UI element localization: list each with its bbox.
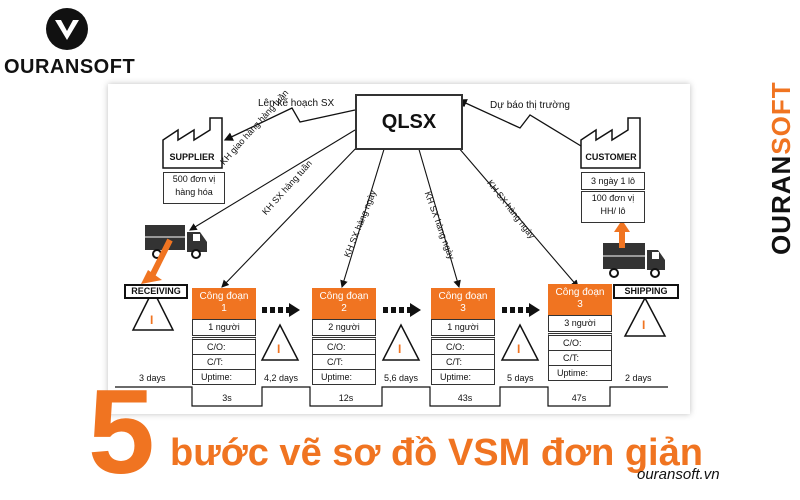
site-url[interactable]: ouransoft.vn xyxy=(637,466,720,483)
flow-line-p3 xyxy=(417,145,461,289)
supplier-info: 500 đơn vị hàng hóa xyxy=(163,172,225,204)
forecast-lightning xyxy=(457,99,582,147)
flow-line-truck xyxy=(189,129,356,231)
supplier-info-line1: 500 đơn vị xyxy=(172,174,216,184)
forecast-label: Dự báo thị trường xyxy=(490,100,570,111)
process-4-head-line2: 3 xyxy=(577,299,583,310)
flow-line-p4 xyxy=(451,139,579,288)
supplier-title: SUPPLIER xyxy=(169,152,215,162)
supplier-factory-icon xyxy=(162,117,223,169)
process-3-metrics: C/O: C/T: Uptime: xyxy=(431,337,495,385)
push-arrow-1 xyxy=(262,303,300,317)
process-2-head-line2: 2 xyxy=(341,303,347,314)
receiving-arrow-head xyxy=(141,270,162,284)
timeline-days-5: 2 days xyxy=(625,373,652,383)
timeline-time-4: 47s xyxy=(571,393,587,403)
logo-text-b: SOFT xyxy=(79,56,136,78)
inventory-triangle-2 xyxy=(260,323,300,361)
push-arrow-2 xyxy=(383,303,421,317)
process-1-uptime: Uptime: xyxy=(193,369,255,384)
logo-wordmark: OURANSOFT xyxy=(4,56,135,79)
process-1-metrics: C/O: C/T: Uptime: xyxy=(192,337,256,385)
process-3-head-line2: 3 xyxy=(460,303,466,314)
process-3-ct: C/T: xyxy=(432,354,494,369)
inventory-triangle-5 xyxy=(623,296,667,337)
supplier-info-line2: hàng hóa xyxy=(175,187,213,197)
process-3-uptime: Uptime: xyxy=(432,369,494,384)
process-4-co: C/O: xyxy=(549,336,611,350)
process-1-co: C/O: xyxy=(193,340,255,354)
customer-title: CUSTOMER xyxy=(585,152,637,162)
receiving-truck-icon xyxy=(145,225,207,259)
process-1-head-line2: 1 xyxy=(221,303,227,314)
process-1-head-line1: Công đoạn xyxy=(199,291,249,302)
inventory-mark-5: I xyxy=(642,318,646,332)
process-4-people: 3 người xyxy=(548,315,612,332)
shipping-arrow-head xyxy=(614,220,630,232)
ouransoft-logo-icon xyxy=(46,8,88,50)
shipping-label: SHIPPING xyxy=(613,284,679,299)
customer-info2-line1: 100 đơn vị xyxy=(591,193,635,203)
process-2-ct: C/T: xyxy=(313,354,375,369)
headline-text: bước vẽ sơ đồ VSM đơn giản xyxy=(170,432,703,474)
inventory-mark-1: I xyxy=(150,313,154,327)
headline-number: 5 xyxy=(88,365,155,499)
plan-label: Lên kế hoạch SX xyxy=(258,98,335,109)
timeline-time-3: 43s xyxy=(457,393,473,403)
shipping-truck-icon xyxy=(603,243,665,278)
process-1-ct: C/T: xyxy=(193,354,255,369)
inventory-triangle-1 xyxy=(131,288,175,331)
timeline-days-2: 4,2 days xyxy=(264,373,299,383)
plan-lightning xyxy=(223,107,356,141)
timeline-days-4: 5 days xyxy=(507,373,534,383)
timeline-line xyxy=(115,386,668,407)
customer-factory-icon xyxy=(580,117,641,169)
inventory-triangle-4 xyxy=(500,323,540,361)
flow-line-p1 xyxy=(221,143,361,288)
process-2-uptime: Uptime: xyxy=(313,369,375,384)
receiving-label: RECEIVING xyxy=(124,284,188,299)
process-3-people: 1 người xyxy=(431,319,495,336)
process-4-metrics: C/O: C/T: Uptime: xyxy=(548,333,612,381)
process-2-metrics: C/O: C/T: Uptime: xyxy=(312,337,376,385)
timeline-days-1: 3 days xyxy=(139,373,166,383)
timeline-days-3: 5,6 days xyxy=(384,373,419,383)
push-arrow-3 xyxy=(502,303,540,317)
inventory-mark-2: I xyxy=(277,342,281,356)
process-2-people: 2 người xyxy=(312,319,376,336)
logo-text-a: OURAN xyxy=(4,56,80,78)
customer-info2-line2: HH/ lô xyxy=(600,206,626,216)
process-2-head-line1: Công đoạn xyxy=(319,291,369,302)
process-2-co: C/O: xyxy=(313,340,375,354)
process-4-head-line1: Công đoạn xyxy=(555,287,605,298)
process-1-people: 1 người xyxy=(192,319,256,336)
inventory-mark-3: I xyxy=(398,342,402,356)
customer-info1: 3 ngày 1 lô xyxy=(581,172,645,190)
process-4-uptime: Uptime: xyxy=(549,365,611,380)
qlsx-box: QLSX xyxy=(355,94,463,150)
process-3-co: C/O: xyxy=(432,340,494,354)
timeline-time-2: 12s xyxy=(338,393,354,403)
timeline-time-1: 3s xyxy=(222,393,232,403)
receiving-arrow xyxy=(147,238,173,282)
process-4-ct: C/T: xyxy=(549,350,611,365)
inventory-triangle-3 xyxy=(381,323,421,361)
flow-line-p2 xyxy=(340,145,386,289)
customer-info2: 100 đơn vị HH/ lô xyxy=(581,191,645,223)
inventory-mark-4: I xyxy=(517,342,521,356)
process-3-head-line1: Công đoạn xyxy=(438,291,488,302)
